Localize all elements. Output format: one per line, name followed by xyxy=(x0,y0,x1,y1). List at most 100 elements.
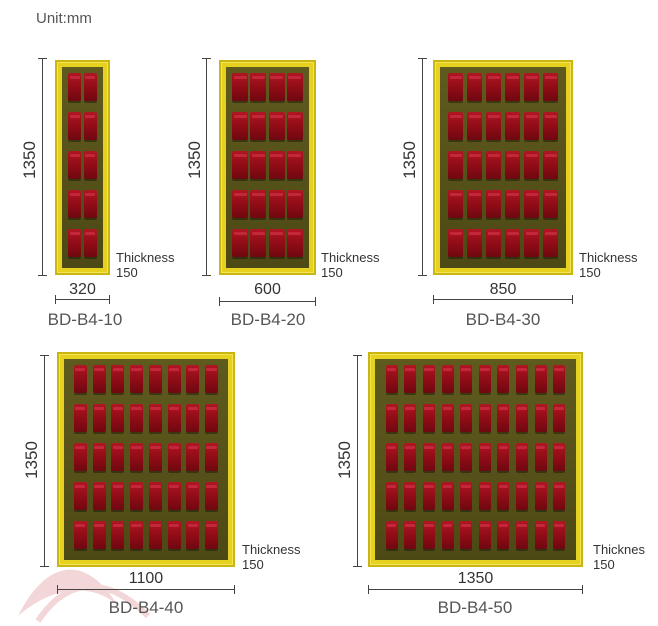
storage-bin xyxy=(167,521,181,549)
storage-bin xyxy=(148,521,162,549)
storage-bin xyxy=(524,151,539,179)
storage-bin xyxy=(422,443,435,471)
cabinet-bd-b4-30 xyxy=(433,60,573,275)
height-label: 1350 xyxy=(22,441,41,479)
storage-bin xyxy=(250,73,267,101)
storage-bin xyxy=(486,190,501,218)
storage-bin xyxy=(497,521,510,549)
storage-bin xyxy=(250,229,267,257)
bin-row xyxy=(66,73,99,101)
storage-bin xyxy=(478,365,491,393)
storage-bin xyxy=(505,151,520,179)
bin-row xyxy=(66,229,99,257)
storage-bin xyxy=(448,229,463,257)
storage-bin xyxy=(232,73,249,101)
storage-bin xyxy=(92,521,106,549)
storage-bin xyxy=(505,73,520,101)
storage-bin xyxy=(516,482,528,510)
storage-bin xyxy=(83,151,97,179)
storage-bin xyxy=(111,404,125,432)
storage-bin xyxy=(534,365,547,393)
storage-bin xyxy=(467,112,482,140)
storage-bin xyxy=(486,73,501,101)
thickness-value: 150 xyxy=(579,265,601,280)
storage-bin xyxy=(404,521,417,549)
storage-bin xyxy=(505,190,520,218)
storage-bin xyxy=(73,365,87,393)
width-label: 850 xyxy=(489,281,517,298)
storage-bin xyxy=(478,482,491,510)
storage-bin xyxy=(385,365,398,393)
storage-bin xyxy=(73,443,87,471)
storage-bin xyxy=(148,404,162,432)
storage-bin xyxy=(404,365,417,393)
width-dimension-line xyxy=(433,295,573,304)
bin-row xyxy=(379,482,572,510)
storage-bin xyxy=(111,482,125,510)
storage-bin xyxy=(460,443,473,471)
model-label: BD-B4-50 xyxy=(437,598,513,617)
unit-label: Unit:mm xyxy=(36,10,92,27)
storage-bin xyxy=(286,73,303,101)
storage-bin xyxy=(460,404,473,432)
storage-bin xyxy=(83,190,97,218)
storage-bin xyxy=(543,112,558,140)
storage-bin xyxy=(167,404,181,432)
storage-bin xyxy=(553,521,566,549)
storage-bin xyxy=(167,365,181,393)
storage-bin xyxy=(478,404,491,432)
storage-bin xyxy=(553,482,566,510)
storage-bin xyxy=(404,443,417,471)
storage-bin xyxy=(534,404,547,432)
storage-bin xyxy=(83,73,97,101)
width-dimension-line xyxy=(368,585,583,594)
storage-bin xyxy=(553,404,566,432)
height-label: 1350 xyxy=(20,141,39,179)
storage-bin xyxy=(553,365,566,393)
bin-row xyxy=(68,521,224,549)
storage-bin xyxy=(73,404,87,432)
storage-bin xyxy=(422,482,435,510)
bin-row xyxy=(230,229,305,257)
storage-bin xyxy=(268,73,285,101)
storage-bin xyxy=(268,112,285,140)
storage-bin xyxy=(385,404,398,432)
storage-bin xyxy=(448,151,463,179)
height-label: 1350 xyxy=(335,441,354,479)
thickness-note: Thickness 150 xyxy=(579,250,638,280)
height-dimension-line xyxy=(38,58,47,276)
bin-row xyxy=(444,151,562,179)
width-label: 1350 xyxy=(457,570,494,587)
storage-bin xyxy=(460,521,473,549)
storage-bin xyxy=(205,404,219,432)
storage-bin xyxy=(505,229,520,257)
thickness-note: Thickness 150 xyxy=(242,542,301,572)
storage-bin xyxy=(73,482,87,510)
bin-row xyxy=(444,73,562,101)
storage-bin xyxy=(505,112,520,140)
thickness-value: 150 xyxy=(321,265,343,280)
storage-bin xyxy=(441,443,454,471)
cabinet-bd-b4-50 xyxy=(368,352,583,567)
storage-bin xyxy=(516,443,528,471)
storage-bin xyxy=(148,365,162,393)
storage-bin xyxy=(497,443,510,471)
storage-bin xyxy=(130,404,144,432)
storage-bin xyxy=(68,112,82,140)
bin-row xyxy=(444,190,562,218)
storage-bin xyxy=(441,365,454,393)
storage-bin xyxy=(232,112,249,140)
bin-row xyxy=(444,229,562,257)
storage-bin xyxy=(148,443,162,471)
storage-bin xyxy=(516,404,528,432)
height-label: 1350 xyxy=(185,141,204,179)
storage-bin xyxy=(497,404,510,432)
storage-bin xyxy=(524,229,539,257)
storage-bin xyxy=(268,229,285,257)
storage-bin xyxy=(422,365,435,393)
storage-bin xyxy=(516,521,528,549)
storage-bin xyxy=(385,521,398,549)
storage-bin xyxy=(286,112,303,140)
model-label: BD-B4-40 xyxy=(108,598,184,617)
height-dimension-line xyxy=(418,58,427,276)
